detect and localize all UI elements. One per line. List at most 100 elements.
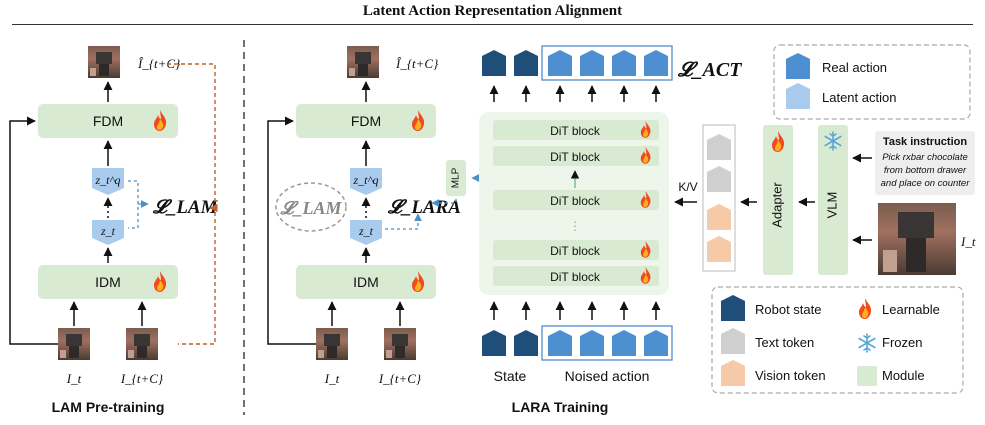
real-action-token xyxy=(548,50,572,76)
lara-zq-label: z_t^q xyxy=(352,173,378,187)
input-tokens xyxy=(482,325,673,361)
lam-zq-label: z_t^q xyxy=(94,173,120,187)
legend-learnable-label: Learnable xyxy=(882,302,940,317)
lara-input-image-tc xyxy=(384,328,416,360)
lara-lam-loss-label: 𝓛_LAM xyxy=(279,198,342,218)
lam-idm-module xyxy=(38,265,178,299)
mlp-module xyxy=(446,160,466,196)
noised-action-token xyxy=(612,330,636,356)
lam-caption: LAM Pre-training xyxy=(52,399,165,415)
lam-fdm-label: FDM xyxy=(93,113,123,129)
lara-fdm-label: FDM xyxy=(351,113,381,129)
legend-latent-action-swatch xyxy=(786,83,810,109)
noised-action-token xyxy=(580,330,604,356)
dit-block: DiT block xyxy=(493,240,659,260)
dit-block: DiT block xyxy=(493,190,659,210)
vision-token xyxy=(707,236,731,262)
task-text-line: Pick rxbar chocolate xyxy=(882,152,968,163)
noised-action-label: Noised action xyxy=(565,368,650,384)
text-token xyxy=(707,166,731,192)
lara-loss-label: 𝓛_LARA xyxy=(387,197,461,218)
lam-idm-label: IDM xyxy=(95,274,121,290)
dit-block: DiT block xyxy=(493,120,659,140)
dit-block-label: DiT block xyxy=(550,124,601,138)
lara-z-label: z_t xyxy=(358,224,374,238)
legend-real-action-label: Real action xyxy=(822,60,887,75)
disabled-lam-loss xyxy=(275,182,347,232)
dit-block-label: DiT block xyxy=(550,244,601,258)
mlp-label: MLP xyxy=(451,167,462,188)
lara-input-label-t: I_t xyxy=(324,371,340,386)
output-tokens xyxy=(482,45,673,81)
token-stack xyxy=(702,124,736,272)
lara-output-image xyxy=(347,46,379,78)
noised-action-token xyxy=(548,330,572,356)
legend-vision-token-swatch xyxy=(721,360,745,386)
lara-z-token xyxy=(350,220,382,245)
lam-input-label-tc: I_{t+C} xyxy=(120,371,164,386)
lam-panel: FDM IDM Î_{t+C} z_t^q z_t 𝓛_LAM I_t I_{t… xyxy=(9,46,219,415)
noised-action-token xyxy=(644,330,668,356)
action-legend: Real action Latent action xyxy=(773,44,971,120)
kv-label: K/V xyxy=(678,180,697,194)
lam-input-label-t: I_t xyxy=(66,371,82,386)
task-text-line: and place on counter xyxy=(881,178,971,189)
real-action-token xyxy=(612,50,636,76)
legend-frozen-label: Frozen xyxy=(882,335,922,350)
dit-block-label: DiT block xyxy=(550,270,601,284)
robot-state-token xyxy=(514,330,538,356)
vlm-label: VLM xyxy=(824,192,839,219)
lara-output-label: Î_{t+C} xyxy=(395,56,439,71)
figure-title: Latent Action Representation Alignment xyxy=(362,3,623,19)
legend-latent-action-label: Latent action xyxy=(822,90,896,105)
legend-text-token-label: Text token xyxy=(755,335,814,350)
dit-block: DiT block xyxy=(493,266,659,286)
lara-fdm-module xyxy=(296,104,436,138)
lam-z-token xyxy=(92,220,124,245)
lam-loss-label: 𝓛_LAM xyxy=(152,197,219,218)
snowflake-icon xyxy=(858,333,876,353)
lara-idm-module xyxy=(296,265,436,299)
dit-ellipsis: ⋮ xyxy=(569,219,581,233)
legend-module-label: Module xyxy=(882,368,925,383)
lara-input-label-tc: I_{t+C} xyxy=(378,371,422,386)
lam-zq-token xyxy=(92,168,124,195)
legend-text-token-swatch xyxy=(721,328,745,354)
legend: Robot state Learnable Text token Frozen … xyxy=(711,286,964,394)
task-heading: Task instruction xyxy=(883,136,967,148)
vision-token xyxy=(707,204,731,230)
legend-vision-token-label: Vision token xyxy=(755,368,826,383)
vlm-module xyxy=(818,125,848,275)
lam-input-image-t xyxy=(58,328,90,360)
task-image-label: I_t xyxy=(960,234,976,249)
task-image xyxy=(878,203,956,275)
adapter-label: Adapter xyxy=(769,182,784,228)
dit-block-label: DiT block xyxy=(550,150,601,164)
adapter-module xyxy=(763,125,793,275)
robot-state-token xyxy=(514,50,538,76)
lara-input-image-t xyxy=(316,328,348,360)
flame-icon xyxy=(859,298,872,319)
text-token xyxy=(707,134,731,160)
lam-fdm-module xyxy=(38,104,178,138)
lara-zq-token xyxy=(350,168,382,195)
legend-robot-state-swatch xyxy=(721,295,745,321)
lara-caption: LARA Training xyxy=(512,399,609,415)
act-loss-label: 𝓛_ACT xyxy=(677,59,742,81)
real-action-token xyxy=(580,50,604,76)
lara-idm-label: IDM xyxy=(353,274,379,290)
dit-block-label: DiT block xyxy=(550,194,601,208)
lam-output-image xyxy=(88,46,120,78)
lam-input-image-tc xyxy=(126,328,158,360)
lara-panel: FDM IDM Î_{t+C} z_t^q z_t 𝓛_LAM 𝓛_LARA M… xyxy=(267,45,976,415)
state-label: State xyxy=(494,368,527,384)
real-action-token xyxy=(644,50,668,76)
task-text-line: from bottom drawer xyxy=(884,165,967,176)
legend-real-action-swatch xyxy=(786,53,810,79)
top-rule xyxy=(12,24,973,25)
robot-state-token xyxy=(482,50,506,76)
robot-state-token xyxy=(482,330,506,356)
legend-module-swatch xyxy=(857,366,877,386)
lam-z-label: z_t xyxy=(100,224,116,238)
